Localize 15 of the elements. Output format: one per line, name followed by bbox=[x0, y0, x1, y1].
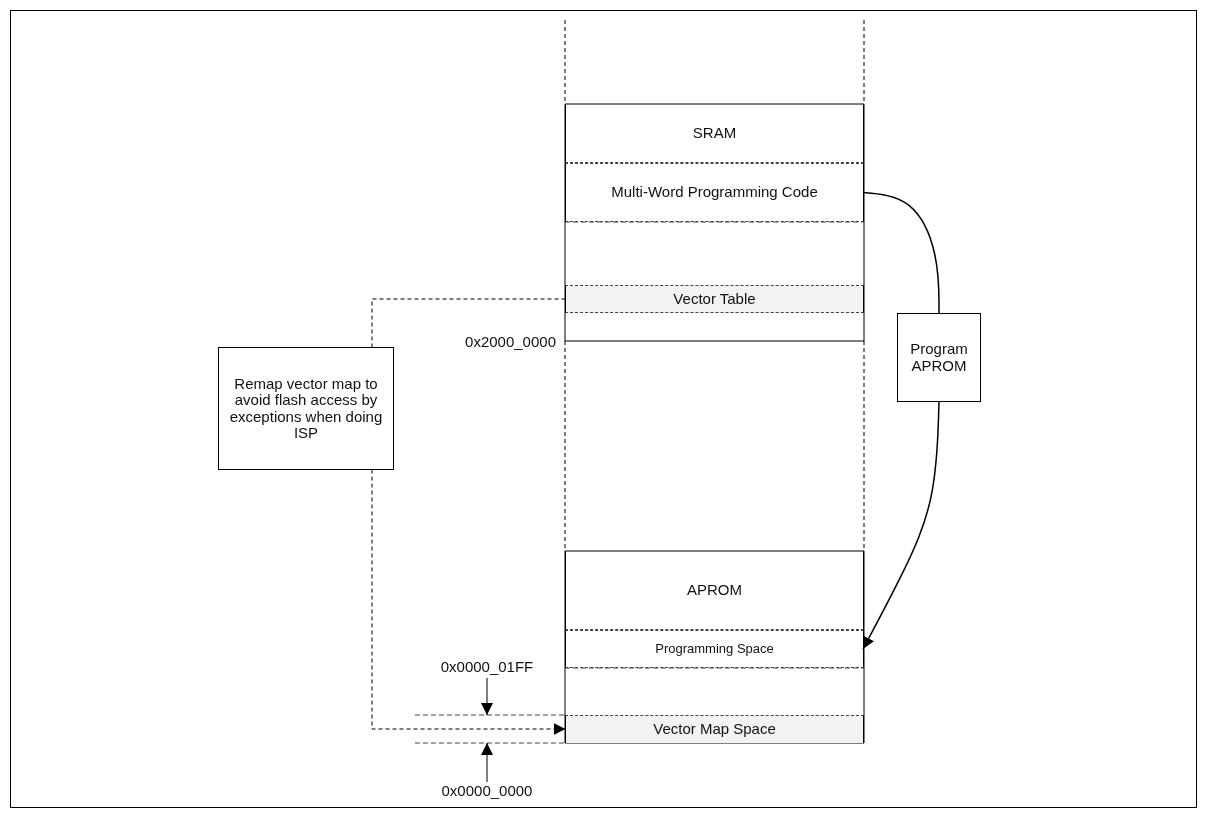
text-box: Remap vector map to avoid flash access by exceptions when doing ISP bbox=[218, 347, 394, 470]
arrow bbox=[862, 400, 940, 650]
address-label: 0x0000_01FF bbox=[440, 658, 534, 675]
memory-region: Vector Table bbox=[565, 285, 864, 313]
address-label: 0x2000_0000 bbox=[465, 333, 556, 350]
memory-region: APROM bbox=[565, 551, 864, 630]
arrow bbox=[371, 469, 566, 735]
memory-region: Vector Map Space bbox=[565, 715, 864, 743]
memory-region: Multi-Word Programming Code bbox=[565, 163, 864, 222]
connector-line bbox=[862, 191, 940, 315]
memory-region: Programming Space bbox=[565, 630, 864, 668]
memory-region: SRAM bbox=[565, 104, 864, 163]
text-box: Program APROM bbox=[897, 313, 981, 402]
address-label: 0x0000_0000 bbox=[441, 782, 533, 799]
connector-line bbox=[371, 298, 566, 348]
